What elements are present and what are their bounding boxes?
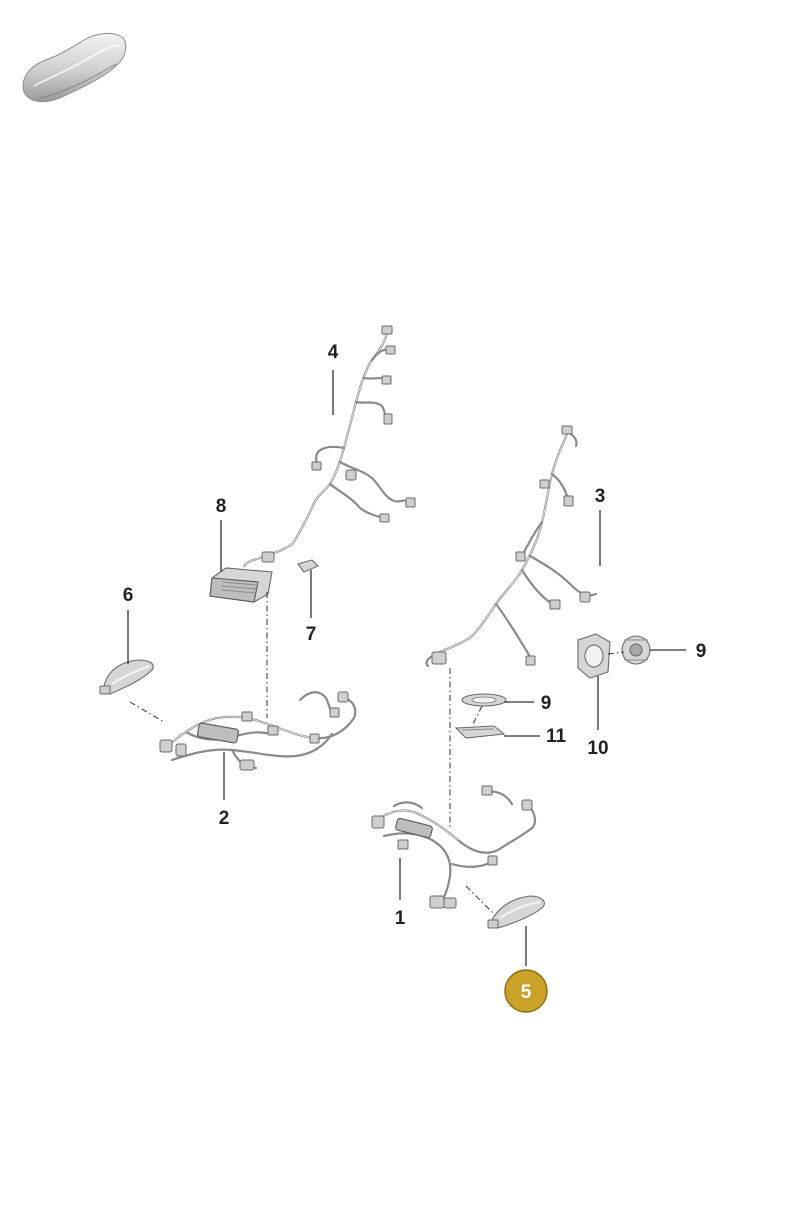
callout-11[interactable]: 11 xyxy=(546,726,567,747)
trim-cover-left[interactable] xyxy=(99,659,154,695)
round-component-part-9-upper[interactable] xyxy=(621,635,651,665)
connector-part-7[interactable] xyxy=(297,559,319,573)
seat-base-wiring-harness-right[interactable] xyxy=(371,785,537,909)
callout-1[interactable]: 1 xyxy=(395,908,406,929)
assembly-line-group xyxy=(129,592,625,915)
seat-base-wiring-harness-left[interactable] xyxy=(159,691,357,771)
seat-control-unit-left[interactable] xyxy=(209,567,273,603)
trim-cover-right[interactable] xyxy=(487,895,545,929)
callout-2[interactable]: 2 xyxy=(219,808,230,829)
callout-9-upper[interactable]: 9 xyxy=(696,641,707,662)
callout-10[interactable]: 10 xyxy=(587,738,608,759)
callout-5-highlighted[interactable]: 5 xyxy=(504,969,548,1013)
car-thumbnail-icon xyxy=(22,32,127,102)
callout-8[interactable]: 8 xyxy=(216,496,227,517)
mounting-plate-part-10[interactable] xyxy=(577,633,611,679)
callout-7[interactable]: 7 xyxy=(306,624,317,645)
callout-5: 5 xyxy=(521,982,532,1003)
highlight-circle xyxy=(504,969,548,1013)
backrest-wiring-harness-right[interactable] xyxy=(425,425,598,668)
callout-9-middle[interactable]: 9 xyxy=(541,693,552,714)
callout-4[interactable]: 4 xyxy=(328,342,339,363)
leader-line-group xyxy=(127,370,686,966)
callout-3[interactable]: 3 xyxy=(595,486,606,507)
callout-6[interactable]: 6 xyxy=(123,585,134,606)
flat-ring-part-9-middle[interactable] xyxy=(461,693,507,707)
backrest-wiring-harness-left[interactable] xyxy=(242,325,416,568)
frame-part-11[interactable] xyxy=(454,725,506,739)
